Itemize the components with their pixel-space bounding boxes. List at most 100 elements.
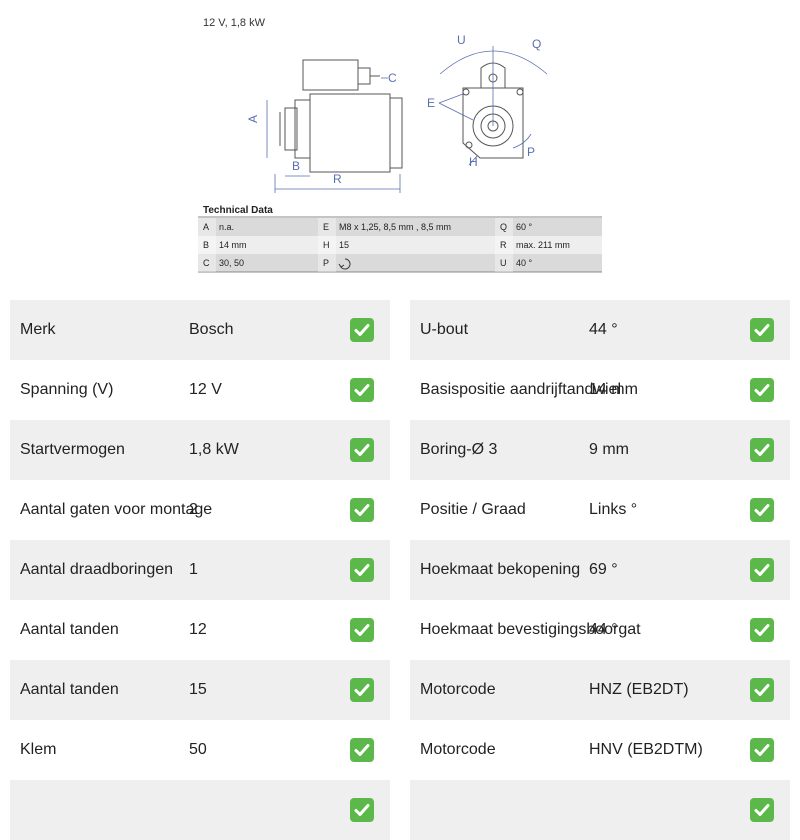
check-mark-icon [750,558,774,582]
technical-drawing: 12 V, 1,8 kW A B C R [198,17,602,273]
spec-value: 14 mm [589,381,638,398]
table-key: C [203,258,210,268]
check-mark-icon [350,798,374,822]
spec-row [10,780,390,840]
spec-value: 12 [189,621,207,638]
spec-row: Hoekmaat bevestigingsboorgat 44 ° [410,600,790,660]
check-mark-icon [350,438,374,462]
check-mark-icon [750,618,774,642]
spec-label: Basispositie aandrijftandwiel [420,381,621,398]
check-mark-icon [750,738,774,762]
spec-label: Klem [20,741,57,758]
table-value: n.a. [219,222,234,232]
spec-list-left: Merk Bosch Spanning (V) 12 V Startvermog… [10,300,390,840]
check-mark-icon [750,438,774,462]
spec-label: Aantal draadboringen [20,561,174,578]
dim-letter-b: B [292,159,300,173]
check-mark-icon [350,618,374,642]
check-mark-icon [350,678,374,702]
spec-label: Aantal tanden [20,621,119,638]
check-mark-icon [750,318,774,342]
spec-value: Bosch [189,321,234,338]
spec-row: Klem 50 [10,720,390,780]
spec-value: 44 ° [589,621,618,638]
table-key: U [500,258,507,268]
spec-row: U-bout 44 ° [410,300,790,360]
table-key: E [323,222,329,232]
side-view-dimensions [266,77,401,193]
table-value: 60 ° [516,222,533,232]
spec-row: Aantal gaten voor montage 2 [10,480,390,540]
spec-value: 15 [189,681,207,698]
dim-letter-e: E [427,96,435,110]
table-key: P [323,258,329,268]
spec-label: Aantal gaten voor montage [20,501,213,518]
table-value: 40 ° [516,258,533,268]
spec-value: 1 [189,561,198,578]
spec-value: 9 mm [589,441,629,458]
check-mark-icon [750,678,774,702]
dim-letter-q: Q [532,37,541,51]
spec-value: 2 [189,501,198,518]
check-mark-icon [350,738,374,762]
check-mark-icon [350,498,374,522]
table-key: A [203,222,209,232]
table-value: max. 211 mm [516,240,570,250]
dim-letter-u: U [457,33,466,47]
check-mark-icon [350,318,374,342]
spec-value: Links ° [589,501,638,518]
spec-row: Spanning (V) 12 V [10,360,390,420]
drawing-header: 12 V, 1,8 kW [203,17,266,29]
table-value: 15 [339,240,349,250]
spec-list-right: U-bout 44 ° Basispositie aandrijftandwie… [410,300,790,840]
spec-row: Basispositie aandrijftandwiel 14 mm [410,360,790,420]
starter-side-view [279,59,403,173]
dim-letter-h: H [469,155,478,169]
table-key: H [323,240,330,250]
spec-value: 1,8 kW [189,441,239,458]
table-title: Technical Data [203,205,273,216]
spec-label: U-bout [420,321,469,338]
table-key: Q [500,222,507,232]
spec-row: Motorcode HNZ (EB2DT) [410,660,790,720]
check-mark-icon [750,498,774,522]
rotation-arrow-icon [338,258,351,270]
spec-label: Aantal tanden [20,681,119,698]
check-mark-icon [750,798,774,822]
spec-row: Aantal draadboringen 1 [10,540,390,600]
check-mark-icon [350,378,374,402]
spec-row: Startvermogen 1,8 kW [10,420,390,480]
spec-row: Aantal tanden 12 [10,600,390,660]
spec-row: Merk Bosch [10,300,390,360]
spec-row: Aantal tanden 15 [10,660,390,720]
spec-row: Motorcode HNV (EB2DTM) [410,720,790,780]
table-key: B [203,240,209,250]
table-value: 30, 50 [219,258,244,268]
spec-label: Hoekmaat bekopening [420,561,581,578]
check-mark-icon [350,558,374,582]
dim-letter-p: P [527,145,535,159]
spec-label: Merk [20,321,56,338]
spec-value: 44 ° [589,321,618,338]
check-mark-icon [750,378,774,402]
table-key: R [500,240,507,250]
spec-value: 50 [189,741,207,758]
spec-label: Motorcode [420,681,496,698]
spec-value: HNV (EB2DTM) [589,741,703,758]
spec-label: Hoekmaat bevestigingsboorgat [420,621,641,638]
spec-row: Boring-Ø 3 9 mm [410,420,790,480]
table-value: M8 x 1,25, 8,5 mm , 8,5 mm [339,222,451,232]
spec-value: 69 ° [589,561,618,578]
spec-label: Motorcode [420,741,496,758]
spec-label: Spanning (V) [20,381,114,398]
spec-row [410,780,790,840]
spec-label: Boring-Ø 3 [420,441,498,458]
dim-letter-a: A [246,115,260,123]
front-view-dimensions [438,46,548,166]
spec-label: Startvermogen [20,441,125,458]
table-value: 14 mm [219,240,247,250]
spec-value: 12 V [189,381,222,398]
spec-value: HNZ (EB2DT) [589,681,689,698]
dim-letter-c: C [388,71,397,85]
spec-row: Positie / Graad Links ° [410,480,790,540]
